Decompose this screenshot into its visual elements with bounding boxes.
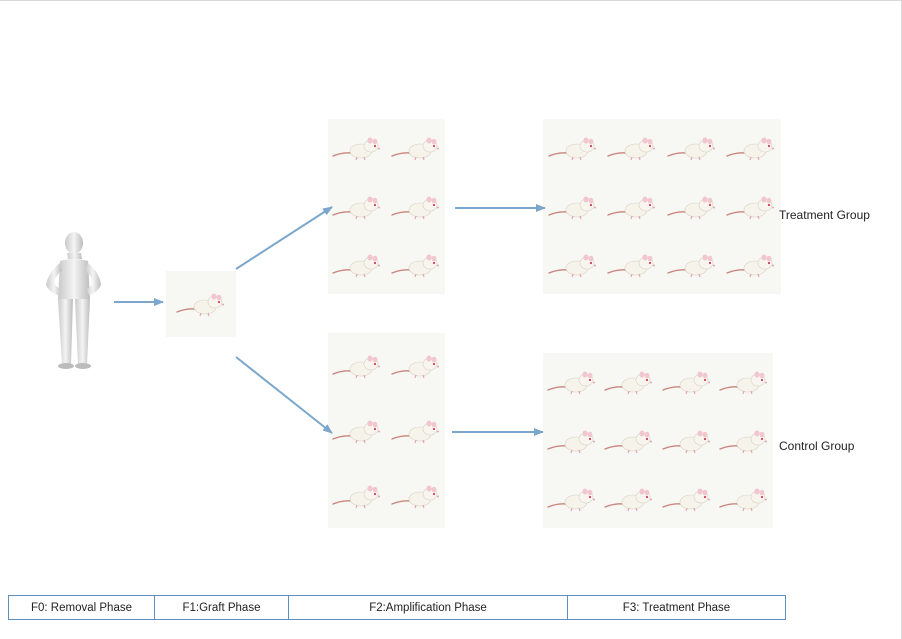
phase-f0-removal: F0: Removal Phase <box>9 596 155 619</box>
white-rat-icon <box>331 134 383 162</box>
phase-f1-graft: F1:Graft Phase <box>155 596 289 619</box>
white-rat-icon <box>390 193 442 221</box>
white-rat-icon <box>666 134 718 162</box>
white-rat-icon <box>718 368 770 396</box>
white-rat-icon <box>603 368 655 396</box>
white-rat-icon <box>718 427 770 455</box>
white-rat-icon <box>606 193 658 221</box>
white-rat-icon <box>725 251 777 279</box>
white-rat-icon <box>390 417 442 445</box>
white-rat-icon <box>546 368 598 396</box>
white-rat-icon <box>390 134 442 162</box>
white-rat-icon <box>718 485 770 513</box>
white-rat-icon <box>603 485 655 513</box>
white-rat-icon <box>661 427 713 455</box>
white-rat-icon <box>661 368 713 396</box>
white-rat-icon <box>331 193 383 221</box>
white-rat-icon <box>606 134 658 162</box>
human-figure-icon <box>38 229 108 371</box>
white-rat-icon <box>603 427 655 455</box>
white-rat-icon <box>666 193 718 221</box>
white-rat-icon <box>661 485 713 513</box>
arrow-f1-to-f2-top <box>235 206 333 270</box>
white-rat-icon <box>606 251 658 279</box>
white-rat-icon <box>175 290 227 318</box>
white-rat-icon <box>390 482 442 510</box>
phase-timeline: F0: Removal Phase F1:Graft Phase F2:Ampl… <box>8 595 786 620</box>
white-rat-icon <box>390 251 442 279</box>
white-rat-icon <box>390 352 442 380</box>
phase-f3-treatment: F3: Treatment Phase <box>622 601 731 614</box>
white-rat-icon <box>547 251 599 279</box>
phase-f2-amplification: F2:Amplification Phase <box>289 596 568 619</box>
white-rat-icon <box>547 134 599 162</box>
white-rat-icon <box>547 193 599 221</box>
white-rat-icon <box>546 427 598 455</box>
control-group-label: Control Group <box>779 439 855 453</box>
white-rat-icon <box>725 134 777 162</box>
treatment-group-label: Treatment Group <box>779 208 870 222</box>
white-rat-icon <box>331 251 383 279</box>
arrow-f1-to-f2-bot <box>235 356 333 434</box>
white-rat-icon <box>546 485 598 513</box>
white-rat-icon <box>331 482 383 510</box>
white-rat-icon <box>331 352 383 380</box>
white-rat-icon <box>725 193 777 221</box>
white-rat-icon <box>331 417 383 445</box>
white-rat-icon <box>666 251 718 279</box>
